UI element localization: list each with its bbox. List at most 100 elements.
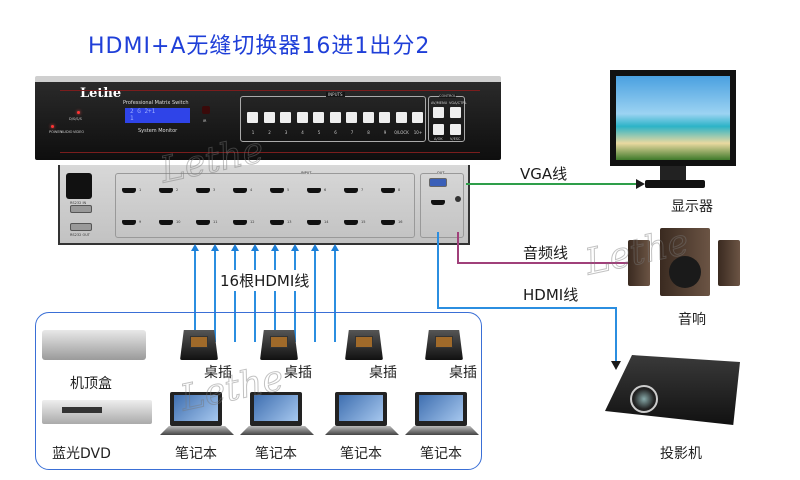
hdmi-input-cable-line <box>314 250 316 342</box>
inputs-label: INPUTS <box>326 92 345 97</box>
input-button-3[interactable] <box>280 112 291 123</box>
control-button-av-menu[interactable] <box>433 107 444 118</box>
arrow-up-icon <box>211 244 219 251</box>
input-button-6[interactable] <box>329 112 341 123</box>
port-number: 16 <box>398 220 403 224</box>
speakers-label: 音响 <box>678 312 706 328</box>
projector-image <box>605 355 740 425</box>
hdmi-output-cable-line <box>437 232 439 309</box>
led-label: D/S/S/S <box>69 117 82 121</box>
control-button-label: VGA/CTRL <box>449 101 467 105</box>
control-button-vga-ctrl[interactable] <box>450 107 461 118</box>
audio-cable-label: 音频线 <box>523 244 569 262</box>
port-number: 8 <box>398 188 401 192</box>
input-button-9[interactable] <box>379 112 390 123</box>
vga-out-port <box>429 178 447 187</box>
power-socket <box>66 173 92 199</box>
hdmi-input-port <box>381 220 395 225</box>
input-button-label: 0/LOCK <box>394 130 409 135</box>
control-button-a-ok[interactable] <box>433 124 444 135</box>
divider <box>60 152 480 153</box>
arrow-down-icon <box>611 361 621 370</box>
control-button-label: V/ESC <box>450 137 461 141</box>
led-label: AUDIO <box>61 130 73 134</box>
control-button-label: AV/MENU <box>431 101 448 105</box>
control-button-v-esc[interactable] <box>450 124 461 135</box>
led-indicator <box>77 111 80 114</box>
arrow-up-icon <box>231 244 239 251</box>
desk-outlet-image <box>425 330 463 360</box>
input-button-2[interactable] <box>263 112 275 123</box>
laptop-label: 笔记本 <box>175 446 217 462</box>
arrow-up-icon <box>251 244 259 251</box>
monitor-label: 显示器 <box>671 199 713 215</box>
input-button-label: 9 <box>383 130 387 135</box>
input-button-label: 3 <box>284 130 288 135</box>
projector-lens <box>630 385 658 413</box>
arrow-up-icon <box>331 244 339 251</box>
divider <box>60 90 480 91</box>
input-button-10[interactable] <box>395 112 407 123</box>
vga-cable-label: VGA线 <box>520 165 568 183</box>
led-label: VIDEO <box>73 130 85 134</box>
hdmi-input-port <box>270 220 284 225</box>
input-label: INPUT <box>301 171 312 175</box>
audio-cable-line <box>457 262 637 264</box>
input-button-label: 1 <box>251 130 255 135</box>
rs232-out-port <box>70 223 92 231</box>
arrow-up-icon <box>311 244 319 251</box>
input-button-8[interactable] <box>362 112 374 123</box>
hdmi-input-cable-line <box>274 250 276 342</box>
input-button-5[interactable] <box>313 112 324 123</box>
port-number: 5 <box>287 188 290 192</box>
hdmi-input-port <box>122 220 136 225</box>
input-button-label: 8 <box>367 130 370 135</box>
matrix-switch-front-panel: Lethe D/S/S/S POWER AUDIO VIDEO Professi… <box>35 76 501 160</box>
port-label: RS232 OUT <box>70 233 90 237</box>
port-number: 13 <box>287 220 292 224</box>
hdmi-output-cable-line <box>615 307 617 363</box>
audio-out-jack <box>455 196 461 202</box>
projector-label: 投影机 <box>660 446 702 462</box>
lcd-line: 2 G 2+1 <box>130 108 156 115</box>
port-number: 6 <box>324 188 327 192</box>
input-button-7[interactable] <box>346 112 357 123</box>
hdmi-input-cable-line <box>194 250 196 342</box>
input-button-label: 5 <box>317 130 321 135</box>
monitor-image <box>610 70 736 166</box>
hdmi-input-port <box>381 188 395 193</box>
system-monitor-label: System Monitor <box>138 128 178 134</box>
hdmi-input-cable-line <box>294 250 296 342</box>
port-number: 12 <box>250 220 255 224</box>
hdmi-out-port <box>431 200 445 205</box>
subwoofer <box>660 228 710 296</box>
laptop-image <box>325 392 399 436</box>
desk-outlet-image <box>260 330 298 360</box>
audio-cable-line <box>457 232 459 263</box>
port-number: 9 <box>139 220 142 224</box>
input-button-label: 2 <box>268 130 271 135</box>
monitor-base <box>645 180 705 188</box>
port-label: RS232 IN <box>70 201 87 205</box>
input-button-11[interactable] <box>412 112 423 123</box>
hdmi-input-port <box>196 188 210 193</box>
control-button-label: A/OK <box>434 137 443 141</box>
arrow-right-icon <box>636 179 645 189</box>
led-indicator <box>51 125 54 128</box>
port-number: 4 <box>250 188 253 192</box>
hdmi-input-cable-line <box>334 250 336 342</box>
input-button-4[interactable] <box>296 112 308 123</box>
port-number: 2 <box>176 188 179 192</box>
arrow-up-icon <box>291 244 299 251</box>
hdmi-input-cable-line <box>214 250 216 342</box>
input-button-1[interactable] <box>247 112 258 123</box>
port-number: 14 <box>324 220 329 224</box>
lcd-line: 1 <box>130 115 134 122</box>
laptop-label: 笔记本 <box>420 446 462 462</box>
output-label: OUT <box>437 171 445 175</box>
port-number: 3 <box>213 188 216 192</box>
model-text: Professional Matrix Switch <box>123 100 189 106</box>
